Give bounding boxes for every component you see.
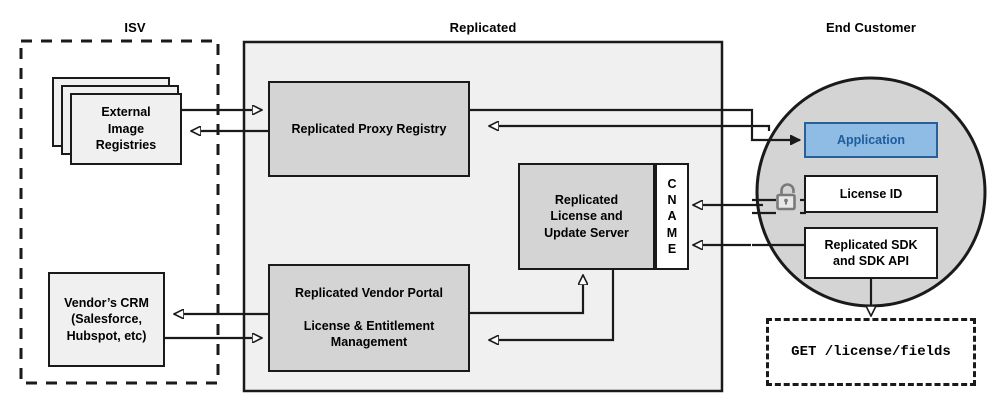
node-replicated-license-update-server[interactable]: Replicated License and Update Server: [518, 163, 655, 270]
cname-letter-n: N: [667, 193, 677, 208]
node-api-request[interactable]: GET /license/fields: [766, 318, 976, 386]
node-replicated-proxy-registry[interactable]: Replicated Proxy Registry: [268, 81, 470, 177]
node-replicated-sdk[interactable]: Replicated SDK and SDK API: [804, 227, 938, 279]
vendor-portal-subtitle: License & Entitlement Management: [303, 318, 435, 350]
isv-zone-container: [19, 39, 220, 385]
zone-title-isv: ISV: [124, 20, 146, 35]
node-application[interactable]: Application: [804, 122, 938, 158]
node-cname[interactable]: C N A M E: [655, 163, 689, 270]
cname-letter-c: C: [667, 176, 677, 191]
zone-title-end-customer: End Customer: [825, 20, 917, 35]
vendor-portal-title: Replicated Vendor Portal: [295, 286, 443, 301]
node-replicated-vendor-portal[interactable]: Replicated Vendor Portal License & Entit…: [268, 264, 470, 372]
connector-application-to-proxy: [489, 126, 771, 131]
cname-letter-a: A: [667, 209, 677, 224]
zone-title-replicated: Replicated: [449, 20, 517, 35]
node-vendors-crm[interactable]: Vendor’s CRM (Salesforce, Hubspot, etc): [48, 272, 165, 367]
connector-portal-to-license-server: [470, 275, 583, 315]
cname-letter-e: E: [667, 241, 677, 256]
unlock-icon: [776, 183, 796, 211]
node-license-id[interactable]: License ID: [804, 175, 938, 213]
cname-letter-m: M: [666, 225, 678, 240]
node-external-image-registries[interactable]: External Image Registries: [70, 93, 182, 165]
connector-license-server-to-portal: [489, 270, 615, 340]
